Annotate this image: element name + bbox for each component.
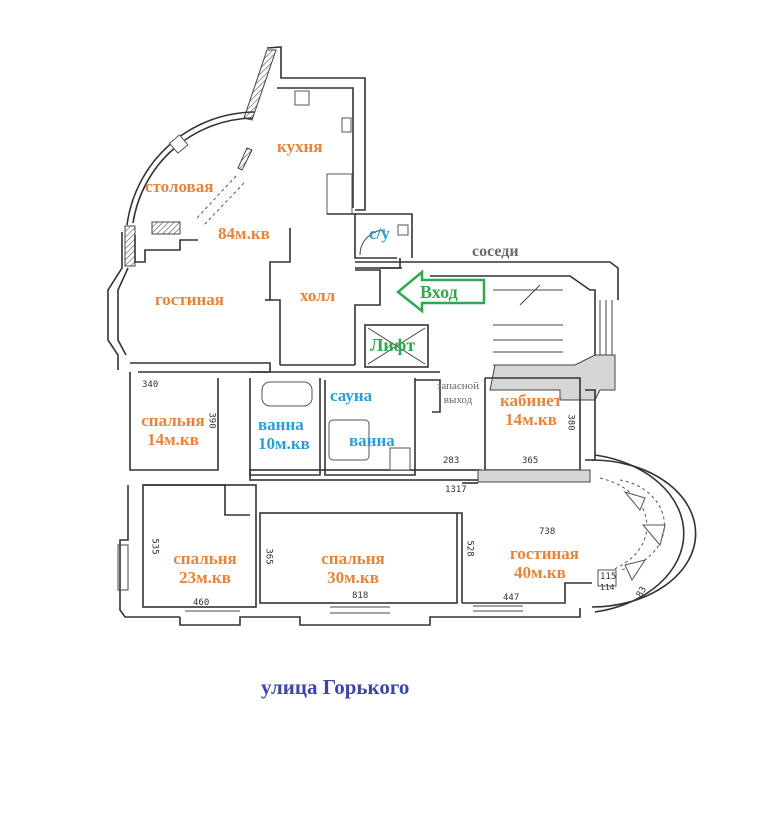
label-neighbors: соседи bbox=[472, 243, 519, 260]
bedroom-1-name: спальня bbox=[141, 411, 205, 430]
dim-living-2-length: 738 bbox=[539, 527, 556, 537]
stair-block bbox=[355, 261, 619, 401]
dim-study-depth: 380 bbox=[565, 414, 576, 431]
lower-walls bbox=[117, 482, 592, 626]
room-label-hall: холл bbox=[300, 286, 336, 305]
dim-bay-114: 114 bbox=[600, 583, 615, 592]
kitchen-walls bbox=[237, 46, 366, 215]
study-name: кабинет bbox=[499, 391, 563, 410]
bedroom-1-area: 14м.кв bbox=[147, 430, 199, 449]
bedroom-3-name: спальня bbox=[321, 549, 385, 568]
bedroom-3-area: 30м.кв bbox=[327, 568, 379, 587]
room-label-bedroom-3: спальня 30м.кв bbox=[308, 550, 398, 586]
living-walls bbox=[107, 228, 291, 373]
room-label-living-main: гостиная bbox=[155, 290, 224, 309]
room-label-bedroom-1: спальня 14м.кв bbox=[128, 412, 218, 448]
dim-living-2-depth: 528 bbox=[464, 540, 475, 557]
middle-walls bbox=[129, 371, 596, 483]
entrance-label[interactable]: Вход bbox=[420, 282, 458, 302]
bedroom-2-area: 23м.кв bbox=[179, 568, 231, 587]
label-emergency-exit: запасной выход bbox=[428, 381, 488, 406]
dim-bay-115: 115 bbox=[600, 572, 617, 582]
dim-bedroom-3-width: 818 bbox=[352, 591, 369, 601]
room-label-living-2: гостиная 40м.кв bbox=[510, 545, 579, 581]
elevator-shaft bbox=[364, 324, 429, 368]
room-label-bath-1: ванна 10м.кв bbox=[258, 416, 310, 452]
room-label-kitchen: кухня bbox=[277, 137, 323, 156]
dim-living-2-width: 447 bbox=[503, 593, 520, 603]
room-label-dining: столовая bbox=[145, 177, 214, 196]
room-label-bedroom-2: спальня 23м.кв bbox=[160, 550, 250, 586]
living-2-name: гостиная bbox=[510, 544, 579, 563]
dim-bedroom-3-depth: 365 bbox=[263, 548, 274, 565]
dim-bedroom-1-width: 340 bbox=[142, 380, 159, 390]
living-2-area: 40м.кв bbox=[514, 563, 566, 582]
dim-corridor-283: 283 bbox=[443, 456, 460, 466]
wc-walls bbox=[355, 213, 413, 258]
elevator-label: Лифт bbox=[370, 335, 416, 355]
dim-corridor-1317: 1317 bbox=[445, 485, 467, 495]
bath-1-name: ванна bbox=[258, 415, 304, 434]
room-area-living-main: 84м.кв bbox=[218, 224, 270, 243]
dim-study-width: 365 bbox=[522, 456, 539, 466]
dim-bedroom-2-depth: 535 bbox=[149, 538, 160, 555]
emergency-exit-line1: запасной bbox=[436, 380, 479, 392]
dim-bedroom-1-depth: 390 bbox=[206, 412, 217, 429]
study-area: 14м.кв bbox=[505, 410, 557, 429]
dim-bedroom-2-width: 460 bbox=[193, 598, 210, 608]
entrance-arrow-icon bbox=[396, 269, 486, 314]
street-label: улица Горького bbox=[261, 675, 410, 699]
dining-bay bbox=[124, 111, 256, 267]
room-label-sauna: сауна bbox=[330, 386, 373, 405]
room-label-bath-2: ванна bbox=[349, 431, 395, 450]
bedroom-2-name: спальня bbox=[173, 549, 237, 568]
bath-1-area: 10м.кв bbox=[258, 434, 310, 453]
emergency-exit-line2: выход bbox=[443, 394, 473, 406]
rotunda-bay bbox=[591, 454, 697, 613]
room-label-study: кабинет 14м.кв bbox=[490, 392, 572, 428]
room-label-wc: с/у bbox=[369, 224, 390, 243]
